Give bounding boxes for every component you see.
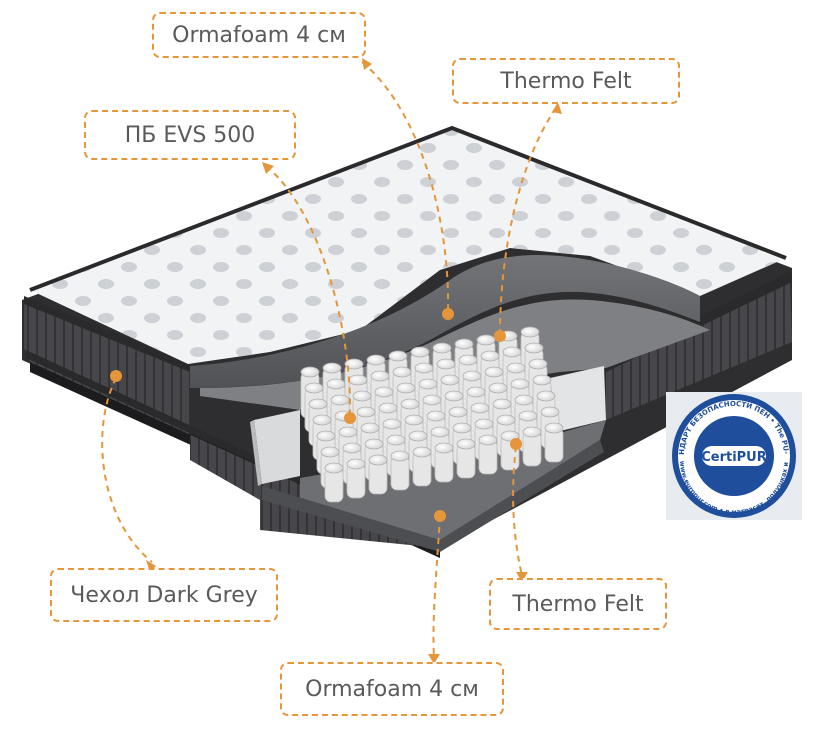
- label-top-thermo-felt: Thermo Felt: [452, 58, 680, 104]
- spring-coil-top: [488, 382, 508, 394]
- spring-coil-top: [356, 406, 376, 418]
- spring-coil-top: [338, 426, 358, 438]
- spring-coil-top: [312, 414, 332, 426]
- spring-coil-top: [304, 382, 324, 394]
- spring-coil-top: [436, 358, 456, 370]
- spring-coil-top: [540, 406, 560, 418]
- spring-coil-top: [388, 350, 408, 362]
- spring-coil-top: [396, 382, 416, 394]
- label-cover: Чехол Dark Grey: [50, 568, 278, 622]
- badge-center-text: CertiPUR: [701, 450, 767, 465]
- spring-coil-top: [434, 442, 454, 454]
- spring-coil-top: [352, 390, 372, 402]
- spring-coil-top: [524, 342, 544, 354]
- spring-block: [300, 326, 564, 503]
- spring-coil-top: [370, 370, 390, 382]
- leader-arrowheads: [146, 58, 562, 664]
- spring-coil-top: [368, 454, 388, 466]
- spring-coil-top: [462, 370, 482, 382]
- spring-coil-top: [324, 462, 344, 474]
- spring-coil-top: [408, 430, 428, 442]
- spring-coil-top: [520, 326, 540, 338]
- foam-edge-blocks: [250, 366, 606, 486]
- spring-coil-top: [378, 402, 398, 414]
- spring-coil-top: [308, 398, 328, 410]
- spring-coil-top: [492, 398, 512, 410]
- spring-coil-top: [300, 366, 320, 378]
- spring-coil-top: [458, 354, 478, 366]
- spring-coil-top: [392, 366, 412, 378]
- spring-coil-top: [430, 426, 450, 438]
- spring-coil-top: [390, 450, 410, 462]
- spring-coil-top: [400, 398, 420, 410]
- label-spring-block: ПБ EVS 500: [84, 110, 296, 160]
- label-bottom-thermo-felt: Thermo Felt: [489, 578, 667, 630]
- label-bottom-ormafoam: Ormafoam 4 см: [280, 662, 504, 716]
- spring-coil-top: [454, 338, 474, 350]
- spring-coil-top: [480, 350, 500, 362]
- spring-coil-top: [440, 374, 460, 386]
- spring-coil-top: [382, 418, 402, 430]
- spring-coil-top: [426, 410, 446, 422]
- spring-coil-top: [360, 422, 380, 434]
- spring-coil-top: [326, 378, 346, 390]
- spring-coil-top: [510, 378, 530, 390]
- spring-coil-top: [522, 426, 542, 438]
- spring-coil-top: [484, 366, 504, 378]
- leader-springs: [265, 165, 352, 417]
- spring-coil-top: [342, 442, 362, 454]
- leader-top-foam: [361, 61, 450, 313]
- spring-coil-top: [544, 422, 564, 434]
- certipur-logo: ЕВРОПЕЙСКИЙ СТАНДАРТ БЕЗОПАСНОСТИ ПЕН • …: [662, 381, 802, 520]
- spring-coil-top: [364, 438, 384, 450]
- spring-coil-top: [474, 418, 494, 430]
- spring-coil-top: [346, 458, 366, 470]
- spring-coil-top: [410, 346, 430, 358]
- quilted-top: [29, 125, 787, 364]
- spring-coil-top: [412, 446, 432, 458]
- spring-coil-top: [456, 438, 476, 450]
- spring-coil-top: [448, 406, 468, 418]
- layer-top-foam: [190, 255, 700, 388]
- leader-cover: [101, 377, 153, 563]
- spring-coil-top: [322, 362, 342, 374]
- spring-coil-top: [536, 390, 556, 402]
- spring-coil-top: [344, 358, 364, 370]
- leader-bottom-felt: [512, 445, 523, 577]
- spring-coil-top: [514, 394, 534, 406]
- spring-coil-top: [478, 434, 498, 446]
- spring-coil-top: [466, 386, 486, 398]
- layer-bottom-foam: [262, 440, 604, 552]
- spring-coil-top: [348, 374, 368, 386]
- leader-dots: [110, 308, 522, 522]
- spring-coil-top: [414, 362, 434, 374]
- spring-coil-top: [452, 422, 472, 434]
- spring-coil-top: [374, 386, 394, 398]
- leader-lines: [101, 61, 557, 659]
- spring-coil-top: [316, 430, 336, 442]
- certipur-badge: ЕВРОПЕЙСКИЙ СТАНДАРТ БЕЗОПАСНОСТИ ПЕН • …: [662, 381, 802, 524]
- leader-top-felt: [499, 107, 557, 335]
- spring-coil-top: [502, 346, 522, 358]
- spring-coil-top: [476, 334, 496, 346]
- spring-coil-top: [496, 414, 516, 426]
- spring-coil-top: [470, 402, 490, 414]
- spring-coil-top: [404, 414, 424, 426]
- leader-bottom-foam: [432, 515, 441, 659]
- spring-coil-top: [320, 446, 340, 458]
- spring-coil-top: [532, 374, 552, 386]
- spring-coil-top: [444, 390, 464, 402]
- spring-coil-top: [386, 434, 406, 446]
- spring-coil-top: [506, 362, 526, 374]
- spring-coil-top: [518, 410, 538, 422]
- spring-coil-top: [528, 358, 548, 370]
- label-top-ormafoam: Ormafoam 4 см: [152, 12, 366, 58]
- spring-coil-top: [422, 394, 442, 406]
- spring-coil-top: [330, 394, 350, 406]
- spring-coil-top: [418, 378, 438, 390]
- spring-coil-top: [432, 342, 452, 354]
- spring-coil-top: [366, 354, 386, 366]
